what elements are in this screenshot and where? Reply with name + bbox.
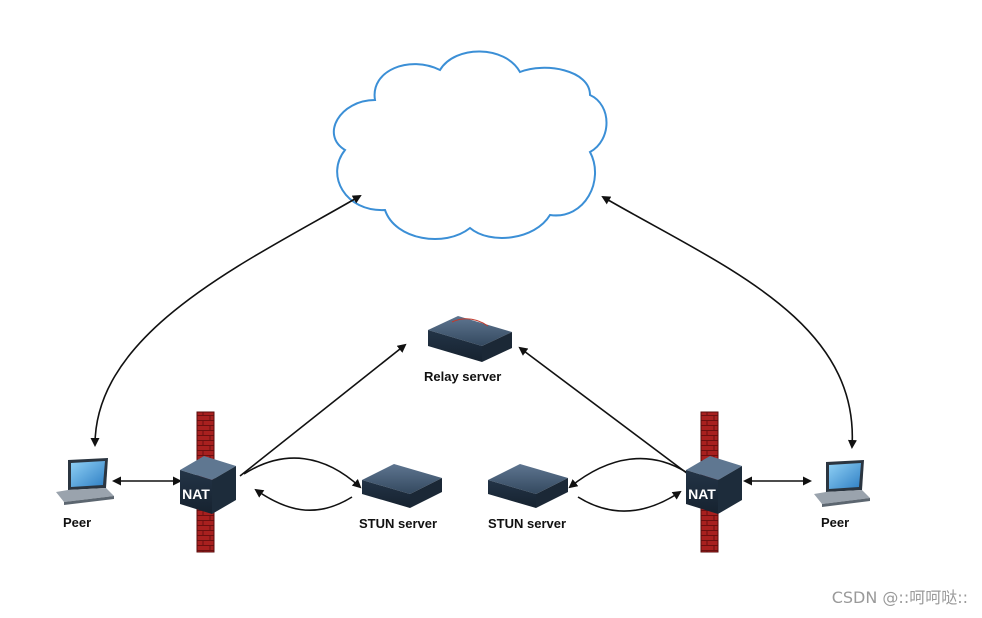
left-stun-server-label: STUN server <box>359 516 438 531</box>
right-peer-label: Peer <box>821 515 850 530</box>
arrow-stun-left-nat <box>254 488 353 511</box>
connection-arrows <box>90 194 857 512</box>
left-peer-label: Peer <box>63 515 92 530</box>
arrow-cloud-left-peer <box>90 194 362 447</box>
left-stun-server-device <box>362 464 442 508</box>
arrow-left-nat-relay <box>239 343 407 477</box>
left-peer-laptop-icon <box>56 458 114 505</box>
arrow-stun-right-nat <box>577 490 682 512</box>
left-nat-label: NAT <box>182 486 210 502</box>
right-stun-server-label: STUN server <box>488 516 567 531</box>
right-stun-server-device <box>488 464 568 508</box>
relay-server-label: Relay server <box>424 369 502 384</box>
arrow-relay-right-nat <box>518 346 689 475</box>
arrow-right-nat-stun <box>568 457 687 489</box>
right-peer-laptop-icon <box>814 460 870 507</box>
left-nat-device: NAT <box>180 456 236 514</box>
relay-server-device <box>428 316 512 362</box>
internet-cloud <box>332 50 608 240</box>
right-nat-device: NAT <box>686 456 742 514</box>
csdn-watermark: CSDN @::呵呵哒:: <box>831 588 968 607</box>
arrow-left-nat-stun <box>243 457 362 489</box>
right-nat-label: NAT <box>688 486 716 502</box>
arrow-cloud-right-peer <box>601 195 857 449</box>
